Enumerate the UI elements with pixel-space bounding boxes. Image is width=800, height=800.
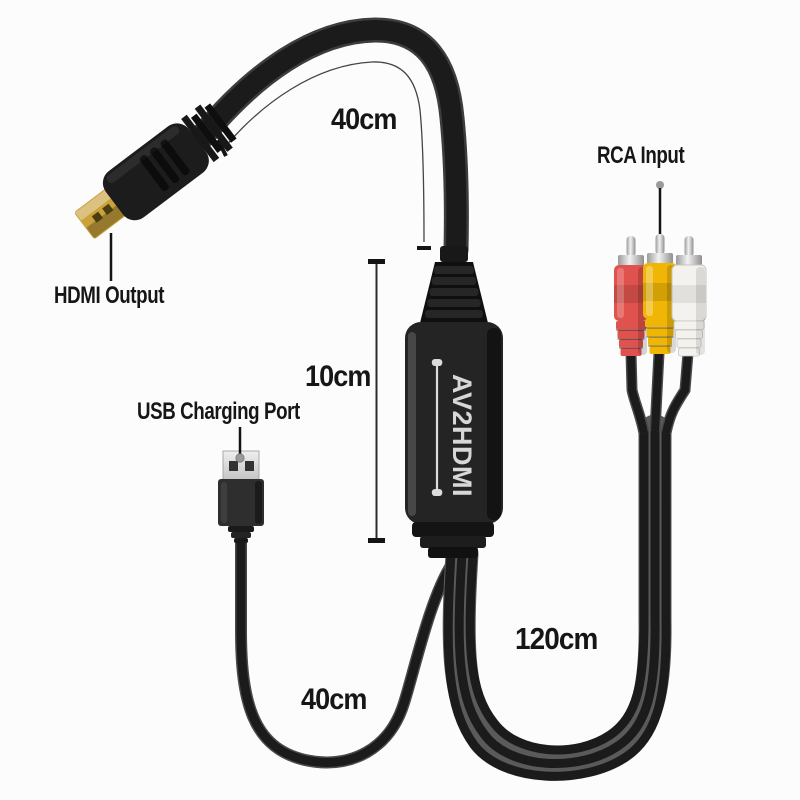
rca-plug-yellow: [643, 234, 677, 354]
label-usb-charging-port: USB Charging Port: [137, 398, 300, 425]
usb-connector: [218, 450, 264, 543]
label-hdmi-cable-length: 40cm: [331, 103, 397, 136]
converter-device: [405, 246, 503, 558]
label-converter-length: 10cm: [305, 360, 371, 393]
label-rca-cable-length: 120cm: [515, 621, 598, 656]
rca-plug-red: [614, 236, 648, 356]
usb-cable: [235, 534, 458, 769]
hdmi-pin-mark: [102, 203, 114, 215]
rca-pin: [684, 236, 694, 257]
rca-pin: [626, 236, 636, 257]
hdmi-connector: [74, 103, 237, 239]
usb-plug-body: [218, 479, 264, 526]
rca-collar: [647, 253, 673, 264]
label-hdmi-output: HDMI Output: [54, 282, 165, 309]
label-usb-cable-length: 40cm: [301, 683, 367, 716]
rca-plug-white: [671, 236, 707, 357]
usb-pin-hole: [245, 461, 254, 471]
converter-top-collar: [440, 246, 468, 262]
rca-input-pointer-line: [656, 181, 664, 234]
hdmi-strain-relief: [181, 114, 220, 163]
rca-collar: [676, 255, 702, 266]
label-rca-input: RCA Input: [597, 142, 685, 169]
hdmi-cable: [187, 17, 469, 263]
converter-strain-relief-top: [420, 262, 488, 323]
usb-port-pointer-line: [235, 427, 245, 463]
rca-collar: [618, 255, 644, 266]
rca-pin: [655, 234, 665, 255]
converter-body: [405, 322, 503, 524]
converter-strain-relief-bottom: [412, 522, 494, 558]
rca-cable-loop: [442, 352, 694, 781]
hdmi-pin-mark: [91, 211, 103, 223]
measurement-line-10cm: [368, 259, 385, 543]
device-label-line: [431, 359, 443, 496]
device-name-label: AV2HDMI: [447, 374, 477, 498]
usb-pin-hole: [229, 461, 238, 471]
